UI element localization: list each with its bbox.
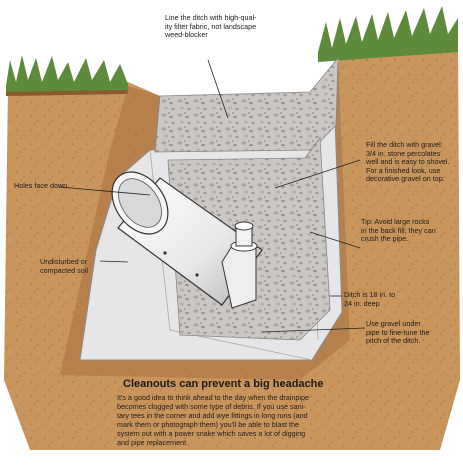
body-line: tary tees in the corner and add wye fitt… — [117, 411, 417, 420]
body-line: mark them or photograph them) you'll be … — [117, 420, 417, 429]
gravel-fill — [155, 58, 338, 152]
callout-holes: Holes face down. — [14, 182, 69, 191]
grass-left — [6, 55, 128, 94]
callout-ditch-line: 24 in. deep — [344, 300, 395, 309]
callout-gravel-line: decorative gravel on top. — [366, 175, 450, 184]
callout-soil-line: compacted soil — [40, 267, 88, 276]
callout-tip: Tip: Avoid large rocks in the back fill;… — [361, 218, 436, 244]
body-line: It's a good idea to think ahead to the d… — [117, 393, 417, 402]
callout-fabric-line: weed-blocker — [165, 31, 257, 40]
callout-soil: Undisturbed or compacted soil — [40, 258, 88, 275]
callout-fabric: Line the ditch with high-qual- ity filte… — [165, 14, 257, 40]
body-text: It's a good idea to think ahead to the d… — [117, 393, 417, 448]
body-line: becomes clogged with some type of debris… — [117, 402, 417, 411]
callout-under-line: pitch of the ditch. — [366, 337, 430, 346]
headline: Cleanouts can prevent a big headache — [123, 378, 324, 391]
callout-ditch: Ditch is 18 in. to 24 in. deep — [344, 291, 395, 308]
callout-gravel: Fill the ditch with gravel: 3/4 in. ston… — [366, 141, 450, 184]
callout-tip-line: crush the pipe. — [361, 235, 436, 244]
callout-holes-line: Holes face down. — [14, 182, 69, 191]
body-line: and pipe replacement. — [117, 438, 417, 447]
body-line: system out with a power snake which save… — [117, 429, 417, 438]
callout-under: Use gravel under pipe to fine-tune the p… — [366, 320, 430, 346]
